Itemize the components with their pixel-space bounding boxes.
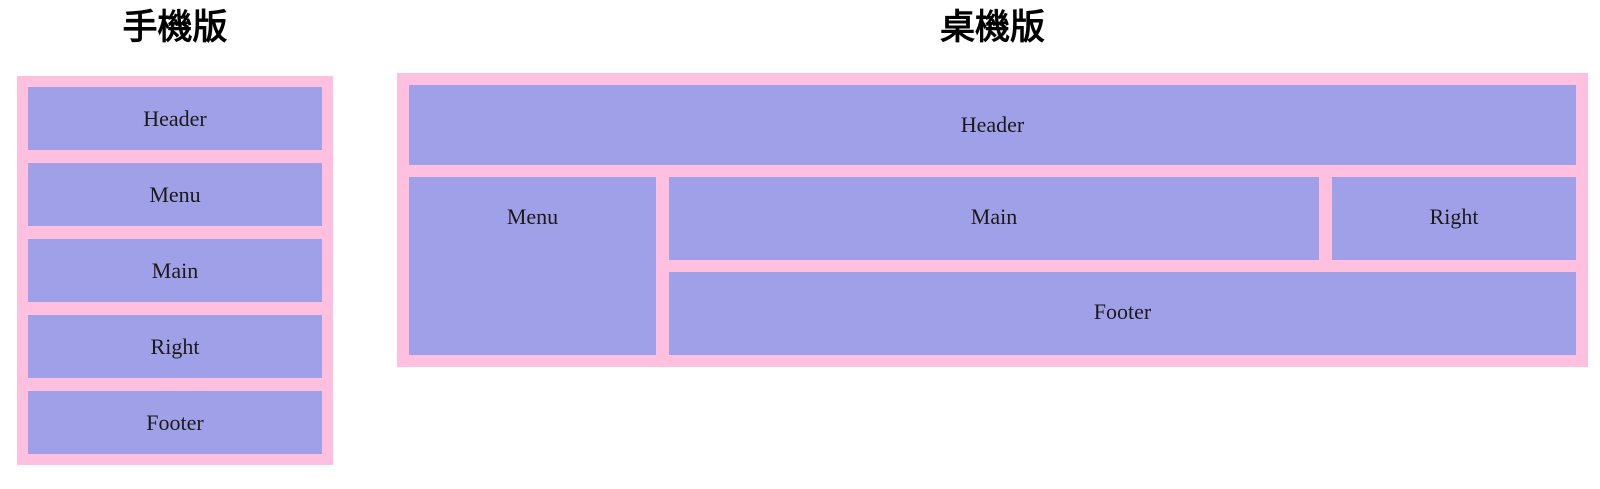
desktop-header-box: Header <box>409 85 1576 165</box>
mobile-main-label: Main <box>151 257 199 283</box>
desktop-main-box: Main <box>669 177 1319 260</box>
mobile-footer-box: Footer <box>28 391 322 454</box>
desktop-layout-container: Header Menu Main Right Footer <box>397 73 1588 367</box>
mobile-menu-box: Menu <box>28 163 322 226</box>
mobile-version-title: 手機版 <box>122 8 228 47</box>
mobile-main-box: Main <box>28 239 322 302</box>
desktop-menu-box: Menu <box>409 177 656 355</box>
mobile-layout-container: Header Menu Main Right Footer <box>17 76 333 465</box>
desktop-footer-label: Footer <box>1093 299 1152 324</box>
mobile-header-box: Header <box>28 87 322 150</box>
desktop-footer-box: Footer <box>669 272 1576 355</box>
mobile-right-label: Right <box>150 333 200 359</box>
desktop-header-label: Header <box>960 112 1025 137</box>
mobile-header-label: Header <box>143 105 207 131</box>
desktop-right-box: Right <box>1332 177 1576 260</box>
mobile-footer-label: Footer <box>146 409 204 435</box>
desktop-main-label: Main <box>970 204 1018 229</box>
desktop-menu-label: Menu <box>506 204 559 229</box>
mobile-right-box: Right <box>28 315 322 378</box>
mobile-menu-label: Menu <box>149 181 201 207</box>
desktop-right-label: Right <box>1429 204 1479 229</box>
desktop-version-title: 桌機版 <box>939 8 1045 47</box>
